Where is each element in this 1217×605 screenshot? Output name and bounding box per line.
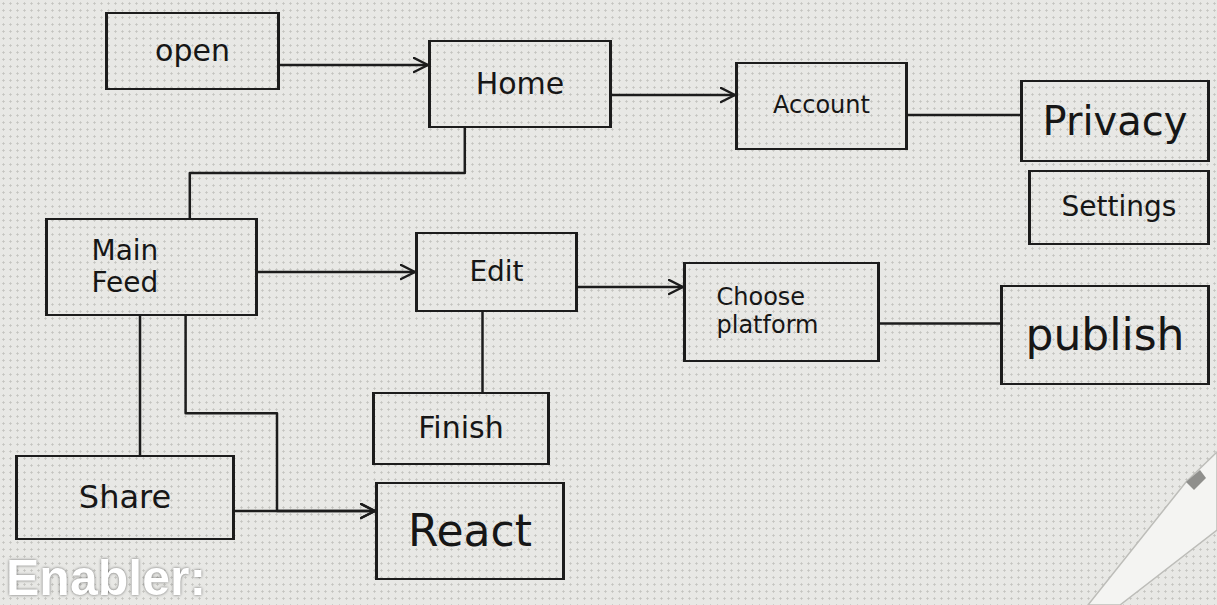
box-label: Choose platform xyxy=(717,284,847,339)
process-box: Account xyxy=(735,62,908,150)
pen-tip xyxy=(1186,470,1206,490)
process-box: React xyxy=(375,482,565,580)
process-box: Share xyxy=(15,455,235,540)
box-label: publish xyxy=(1025,310,1184,361)
box-label: Home xyxy=(476,67,565,102)
connector-line xyxy=(139,316,142,455)
process-box: Edit xyxy=(415,232,578,312)
box-label: Privacy xyxy=(1043,98,1188,144)
box-label: open xyxy=(155,34,230,69)
process-box: Privacy xyxy=(1020,80,1210,162)
overlay-caption: Enabler: xyxy=(6,553,206,603)
pen-body xyxy=(1088,452,1217,605)
process-box: Choose platform xyxy=(683,262,880,362)
process-box: Main Feed xyxy=(45,218,258,316)
flow-arrow xyxy=(235,510,375,513)
process-box: open xyxy=(105,12,280,90)
connector-line xyxy=(908,114,1020,117)
box-label: Main Feed xyxy=(92,235,212,299)
flow-arrow xyxy=(258,271,415,274)
connector-line xyxy=(880,322,1000,325)
connector-line xyxy=(481,312,484,392)
box-label: Settings xyxy=(1062,191,1177,223)
process-box: Settings xyxy=(1028,170,1210,245)
flow-arrow xyxy=(578,286,683,289)
connector-line xyxy=(190,128,465,218)
box-label: Account xyxy=(773,92,870,120)
flow-arrow xyxy=(280,64,428,67)
process-box: Home xyxy=(428,40,612,128)
flow-arrow xyxy=(186,316,375,511)
process-box: publish xyxy=(1000,285,1210,385)
flow-arrow xyxy=(612,94,735,97)
process-box: Finish xyxy=(372,392,550,465)
box-label: Share xyxy=(79,479,171,516)
box-label: Edit xyxy=(469,256,523,288)
box-label: Finish xyxy=(418,411,503,446)
box-label: React xyxy=(408,506,532,557)
